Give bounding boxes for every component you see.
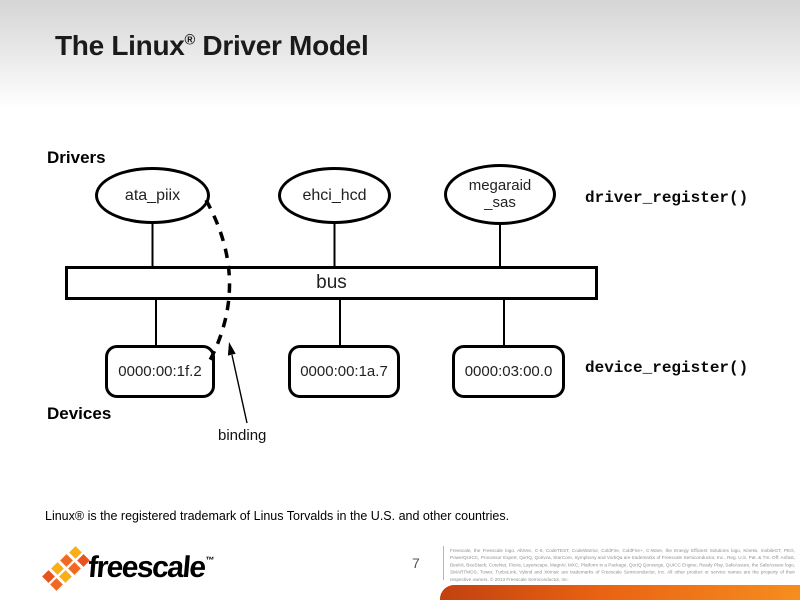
page-title: The Linux® Driver Model xyxy=(55,30,369,62)
page-number: 7 xyxy=(412,555,420,571)
device-register-annotation: device_register() xyxy=(585,359,749,377)
device-node-label: 0000:00:1f.2 xyxy=(118,363,202,380)
trademark-symbol: ™ xyxy=(204,555,215,565)
registered-mark: ® xyxy=(184,32,196,49)
footer-divider xyxy=(443,546,444,580)
device-node-label: 0000:00:1a.7 xyxy=(300,363,388,380)
bus-label: bus xyxy=(316,272,347,293)
freescale-wordmark: freescale™ xyxy=(87,551,216,585)
binding-callout-arrowhead xyxy=(227,342,236,356)
device-node-label: 0000:03:00.0 xyxy=(464,363,553,380)
driver-node-label: ata_piix xyxy=(124,186,181,204)
logo-diamond xyxy=(68,562,81,575)
driver-node-label: ehci_hcd xyxy=(302,186,367,204)
driver-node-ata-piix: ata_piix xyxy=(95,167,210,224)
device-node-0000-00-1a7: 0000:00:1a.7 xyxy=(288,345,400,398)
legal-disclaimer-text: Freescale, the Freescale logo, AltiVec, … xyxy=(450,548,795,582)
footer-orange-band xyxy=(440,585,800,600)
page-title-prefix: The Linux xyxy=(55,30,185,61)
logo-diamond xyxy=(50,578,63,591)
driver-node-label-line1: megaraid xyxy=(468,176,532,194)
drivers-section-label: Drivers xyxy=(47,148,106,167)
driver-register-annotation: driver_register() xyxy=(585,189,749,207)
logo-diamond xyxy=(59,570,72,583)
page-title-suffix: Driver Model xyxy=(194,30,369,61)
linux-trademark-footnote: Linux® is the registered trademark of Li… xyxy=(45,509,510,523)
binding-label: binding xyxy=(218,427,267,444)
freescale-wordmark-text: freescale xyxy=(86,551,207,584)
device-node-0000-00-1f2: 0000:00:1f.2 xyxy=(105,345,215,398)
binding-callout-line xyxy=(231,354,248,424)
driver-node-label-line2: _sas xyxy=(484,193,516,211)
bus-node: bus xyxy=(65,266,598,300)
slide-header: The Linux® Driver Model xyxy=(0,0,800,108)
driver-node-megaraid-sas: megaraid _sas xyxy=(444,164,556,225)
driver-node-ehci-hcd: ehci_hcd xyxy=(278,167,391,224)
device-node-0000-03-000: 0000:03:00.0 xyxy=(452,345,565,398)
devices-section-label: Devices xyxy=(47,404,112,423)
